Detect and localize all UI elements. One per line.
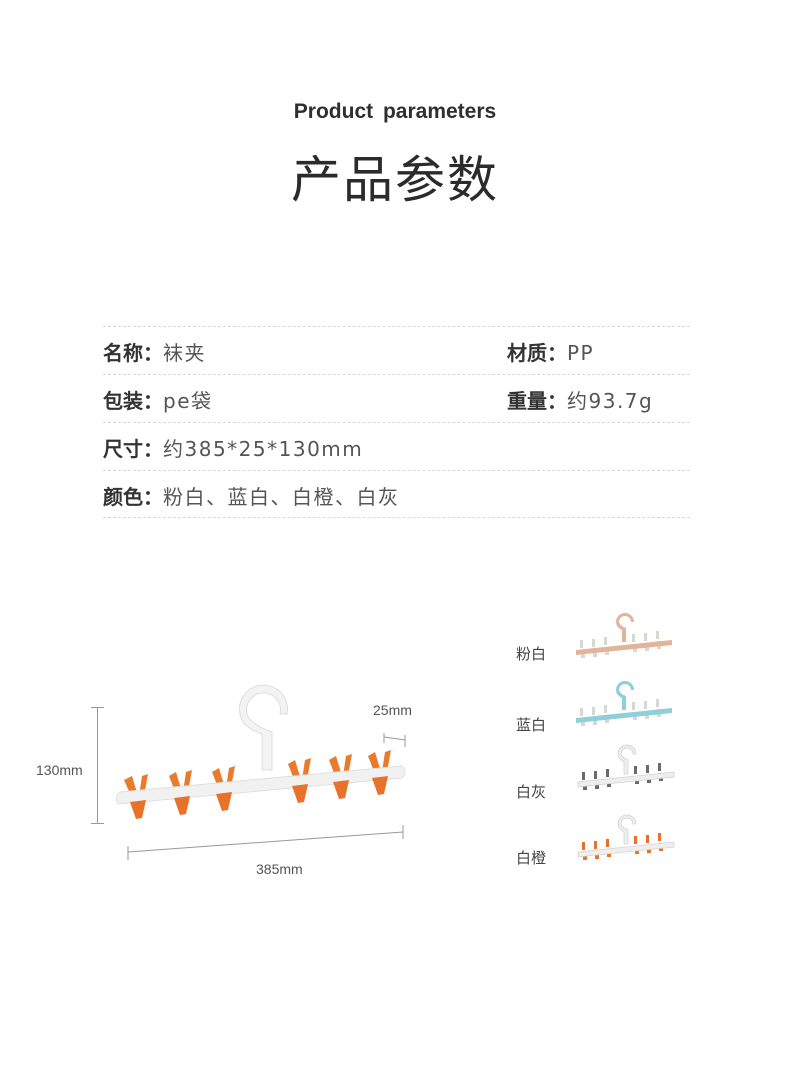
param-size: 尺寸：约385*25*130mm: [103, 433, 363, 462]
param-material-key: 材质：: [507, 341, 567, 365]
width-dimension-label: 385mm: [256, 861, 303, 877]
param-name-key: 名称：: [103, 341, 163, 365]
param-colors-key: 颜色：: [103, 485, 163, 509]
variant-label-white-gray: 白灰: [516, 783, 547, 801]
width-dimension-line: [127, 825, 404, 860]
variant-image-blue-white: [576, 681, 672, 726]
param-row-2: 包装：pe袋 重量：约93.7g: [103, 374, 690, 422]
variant-label-white-orange: 白橙: [516, 849, 547, 867]
param-size-value: 约385*25*130mm: [163, 437, 364, 461]
param-name-value: 袜夹: [163, 341, 206, 365]
height-dimension-label: 130mm: [36, 762, 83, 778]
height-tick-top: [91, 707, 104, 708]
param-name: 名称：袜夹: [103, 337, 206, 366]
param-row-1: 名称：袜夹 材质：PP: [103, 326, 690, 374]
param-weight: 重量：约93.7g: [507, 385, 653, 414]
variant-image-white-gray: [577, 744, 675, 790]
depth-dimension-line: [383, 733, 406, 747]
param-material-value: PP: [567, 341, 595, 365]
variant-image-pink-white: [576, 613, 672, 658]
param-colors-value: 粉白、蓝白、白橙、白灰: [163, 485, 400, 509]
title-chinese: 产品参数: [291, 151, 499, 209]
param-size-key: 尺寸：: [103, 437, 163, 461]
param-weight-value: 约93.7g: [567, 389, 654, 413]
variant-label-pink-white: 粉白: [516, 645, 547, 663]
param-weight-key: 重量：: [507, 389, 567, 413]
param-colors: 颜色：粉白、蓝白、白橙、白灰: [103, 481, 400, 510]
param-packaging: 包装：pe袋: [103, 385, 213, 414]
hanger-product-image: [115, 684, 406, 819]
height-tick-bottom: [91, 823, 104, 824]
param-material: 材质：PP: [507, 337, 594, 366]
title-english: Product parameters: [293, 100, 497, 123]
height-dimension-line: [97, 707, 98, 824]
variant-image-white-orange: [577, 814, 675, 860]
parameter-table: 名称：袜夹 材质：PP 包装：pe袋 重量：约93.7g 尺寸：约385*25*…: [103, 326, 690, 518]
param-packaging-value: pe袋: [163, 389, 213, 413]
depth-dimension-label: 25mm: [373, 702, 412, 718]
param-packaging-key: 包装：: [103, 389, 163, 413]
param-row-3: 尺寸：约385*25*130mm: [103, 422, 690, 470]
variant-label-blue-white: 蓝白: [516, 716, 547, 734]
param-row-4: 颜色：粉白、蓝白、白橙、白灰: [103, 470, 690, 518]
